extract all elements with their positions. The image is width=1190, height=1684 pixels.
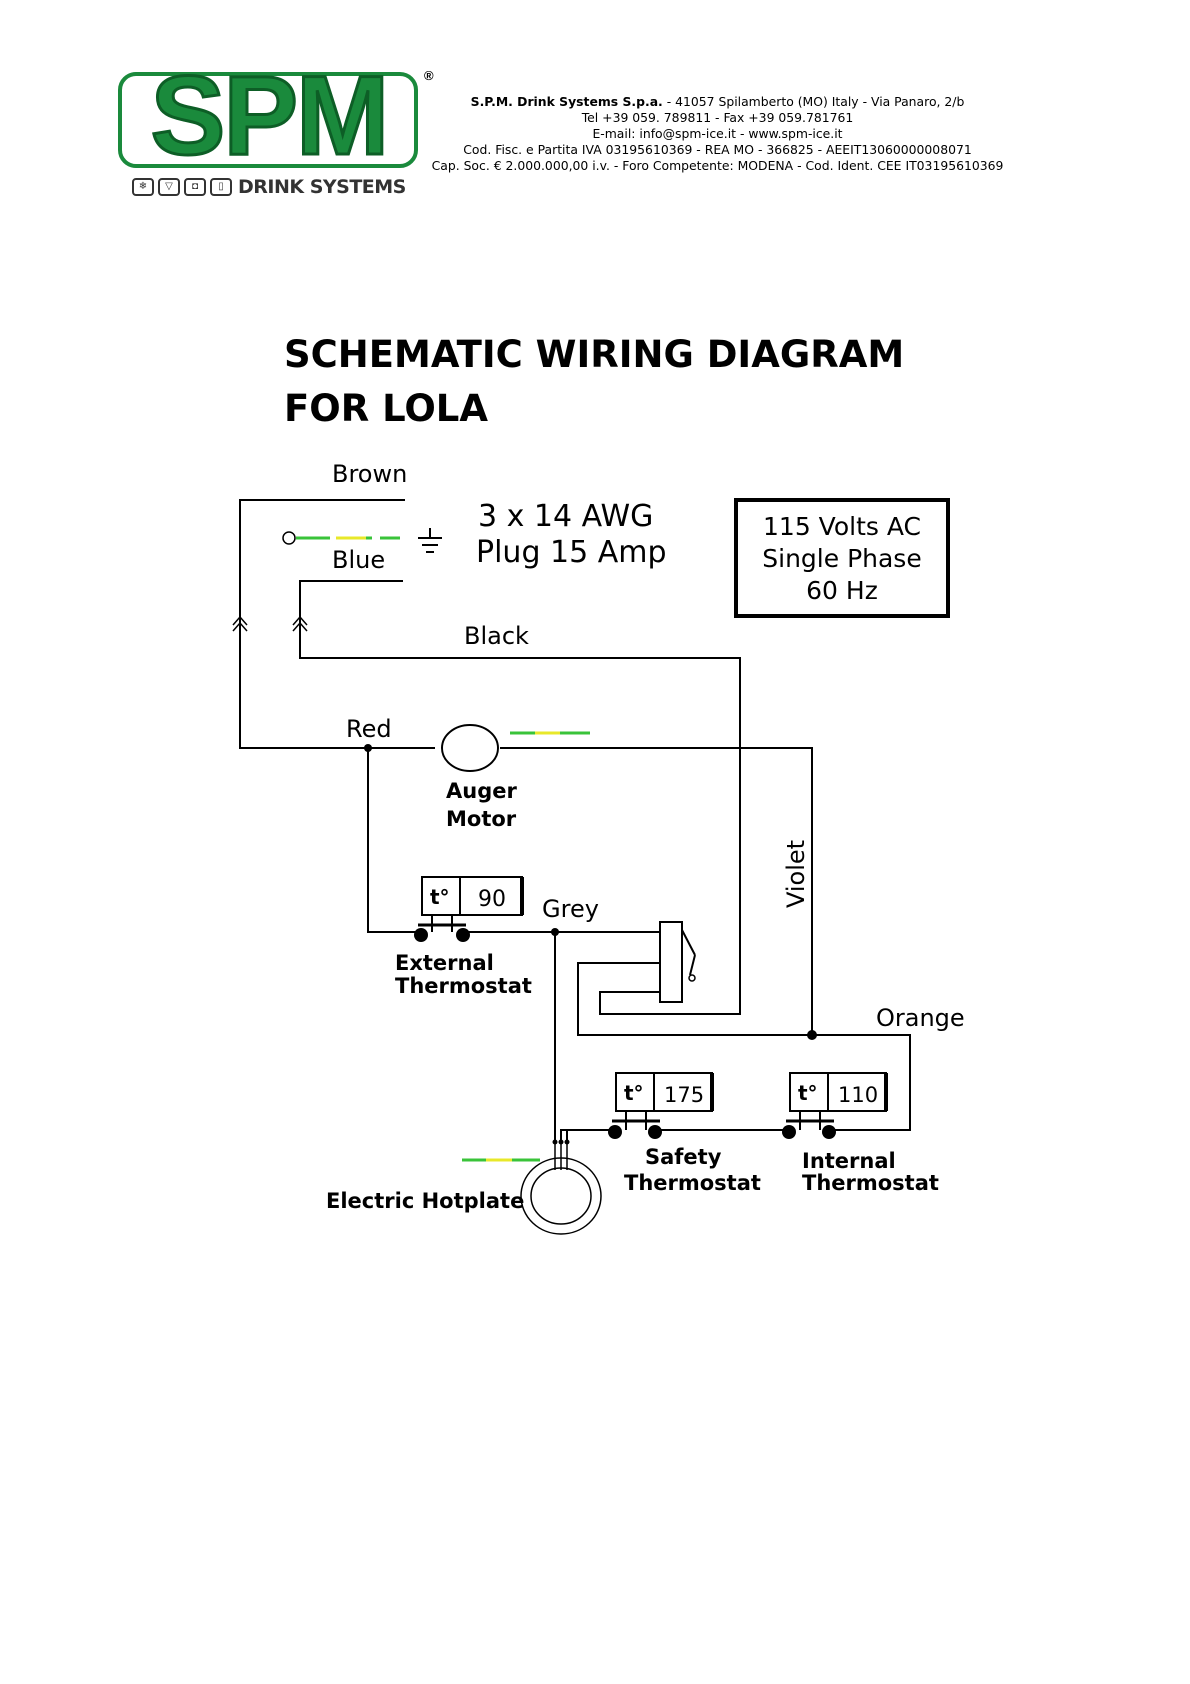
plug-spec: Plug 15 Amp	[476, 535, 667, 570]
company-name: S.P.M. Drink Systems S.p.a.	[470, 94, 663, 109]
switch-icon	[640, 921, 696, 1003]
black-wire	[299, 580, 741, 1015]
blue-label: Blue	[332, 546, 385, 574]
plug-terminal-icon	[282, 531, 296, 545]
company-address-line: S.P.M. Drink Systems S.p.a. - 41057 Spil…	[395, 94, 1040, 110]
frequency-label: 60 Hz	[806, 576, 878, 605]
internal-thermostat-icon	[782, 1072, 888, 1139]
grey-label: Grey	[542, 895, 599, 923]
auger-label-1: Auger	[446, 779, 517, 803]
company-address: - 41057 Spilamberto (MO) Italy - Via Pan…	[662, 94, 965, 109]
ext-thermostat-label-1: External	[395, 951, 494, 975]
bottle-icon: ▯	[210, 178, 232, 196]
title-line-1: SCHEMATIC WIRING DIAGRAM	[284, 333, 905, 376]
safety-temp-symbol: t°	[624, 1081, 644, 1105]
cup-icon: ▽	[158, 178, 180, 196]
company-phone: Tel +39 059. 789811 - Fax +39 059.781761	[581, 110, 854, 125]
connector-arrow-icon	[232, 615, 308, 632]
internal-thermostat-label-1: Internal	[802, 1149, 896, 1173]
power-spec-box	[734, 498, 950, 618]
ext-temp-symbol: t°	[430, 885, 450, 909]
red-label: Red	[346, 715, 392, 743]
logo: SPM	[149, 53, 391, 178]
logo-subtitle: DRINK SYSTEMS	[238, 176, 406, 198]
red-wire	[367, 748, 420, 933]
violet-wire	[500, 747, 813, 1035]
ext-thermostat-label-2: Thermostat	[395, 974, 532, 998]
junction-dot	[364, 744, 372, 752]
safety-thermostat-label-1: Safety	[645, 1145, 722, 1169]
ext-temp-value: 90	[478, 887, 506, 912]
jug-icon: ◘	[184, 178, 206, 196]
logo-subtitle-row: ❄ ▽ ◘ ▯ DRINK SYSTEMS	[132, 176, 406, 198]
registered-mark: ®	[424, 68, 434, 83]
auger-motor-icon	[441, 724, 499, 772]
internal-temp-value: 110	[838, 1083, 878, 1107]
orange-label: Orange	[876, 1004, 965, 1032]
junction-dot	[807, 1030, 817, 1040]
external-thermostat-icon	[414, 876, 524, 942]
black-label: Black	[464, 622, 529, 650]
internal-thermostat-label-2: Thermostat	[802, 1171, 939, 1195]
internal-temp-symbol: t°	[798, 1081, 818, 1105]
auger-label-2: Motor	[446, 807, 517, 831]
brown-label: Brown	[332, 460, 407, 488]
violet-label: Violet	[782, 840, 810, 908]
voltage-label: 115 Volts AC	[763, 512, 921, 541]
safety-thermostat-icon	[608, 1072, 714, 1139]
company-email: E-mail: info@spm-ice.it - www.spm-ice.it	[592, 126, 843, 141]
phase-label: Single Phase	[762, 544, 921, 573]
company-info: S.P.M. Drink Systems S.p.a. - 41057 Spil…	[395, 94, 1040, 174]
hotplate-safety-wire	[560, 1129, 614, 1140]
switch-lead	[577, 962, 812, 1036]
junction-dot	[551, 928, 559, 936]
ground-symbol-icon	[418, 528, 442, 553]
title-line-2: FOR LOLA	[284, 387, 489, 430]
company-capital: Cap. Soc. € 2.000.000,00 i.v. - Foro Com…	[431, 158, 1004, 173]
safety-thermostat-label-2: Thermostat	[624, 1171, 761, 1195]
page-title: SCHEMATIC WIRING DIAGRAM FOR LOLA	[284, 328, 904, 436]
logo-frame	[118, 72, 418, 168]
safety-temp-value: 175	[664, 1083, 704, 1107]
hotplate-label: Electric Hotplate	[326, 1189, 524, 1213]
orange-wire	[812, 1034, 911, 1131]
company-fiscal: Cod. Fisc. e Partita IVA 03195610369 - R…	[463, 142, 972, 157]
cable-spec: 3 x 14 AWG	[478, 499, 653, 534]
hotplate-icon	[520, 1139, 602, 1235]
snowflake-icon: ❄	[132, 178, 154, 196]
